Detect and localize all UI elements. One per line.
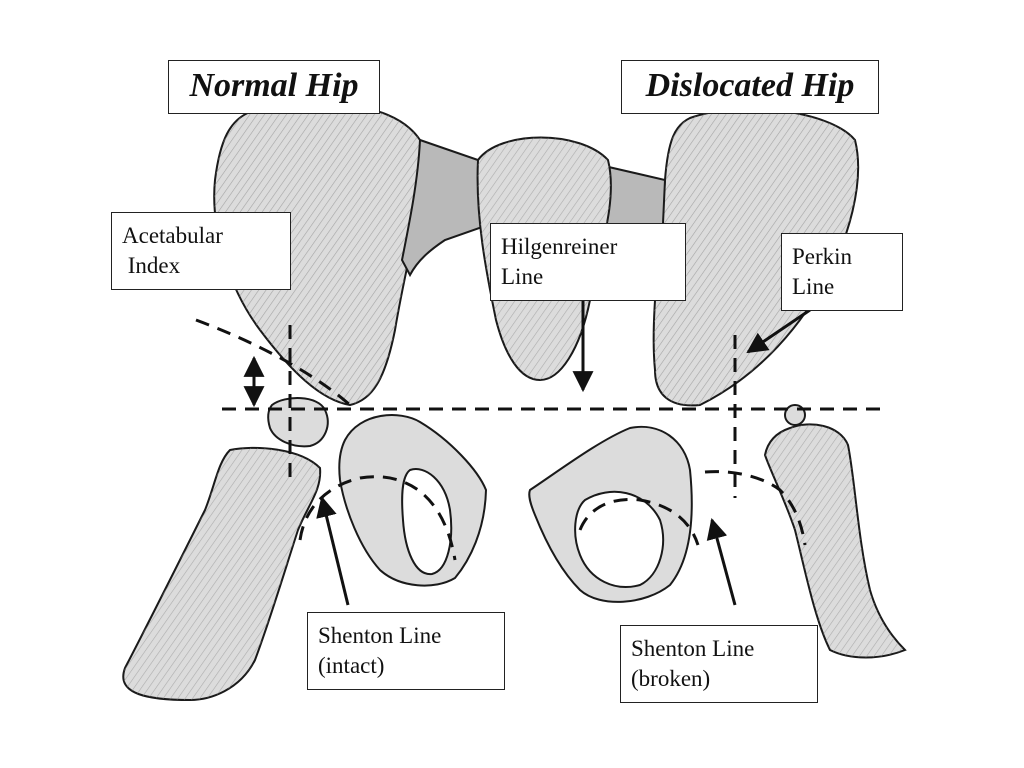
shenton-broken-pointer-arrow	[706, 517, 737, 606]
normal-hip-title: Normal Hip	[168, 60, 380, 114]
shenton-intact-pointer-arrow	[316, 495, 350, 606]
dislocated-hip-title: Dislocated Hip	[621, 60, 879, 114]
left-femur-shading	[123, 447, 321, 700]
hilgenreiner-line-label: Hilgenreiner Line	[490, 223, 686, 301]
left-ilium-shading	[214, 103, 423, 405]
shenton-line-broken-label: Shenton Line (broken)	[620, 625, 818, 703]
acetabular-index-label: Acetabular Index	[111, 212, 291, 290]
right-ilium-shading	[653, 109, 859, 406]
left-obturator-foramen	[401, 468, 453, 576]
shenton-line-broken-lateral	[704, 470, 807, 546]
perkin-pointer-arrow	[746, 308, 811, 354]
shenton-line-intact	[298, 475, 457, 561]
left-sacral-wing	[400, 138, 490, 278]
perkin-line-label: Perkin Line	[781, 233, 903, 311]
right-obturator-foramen	[574, 490, 665, 588]
shenton-line-broken-medial	[578, 497, 700, 546]
shenton-line-intact-label: Shenton Line (intact)	[307, 612, 505, 690]
right-femur-shading	[765, 424, 905, 658]
left-femoral-head	[267, 397, 329, 448]
